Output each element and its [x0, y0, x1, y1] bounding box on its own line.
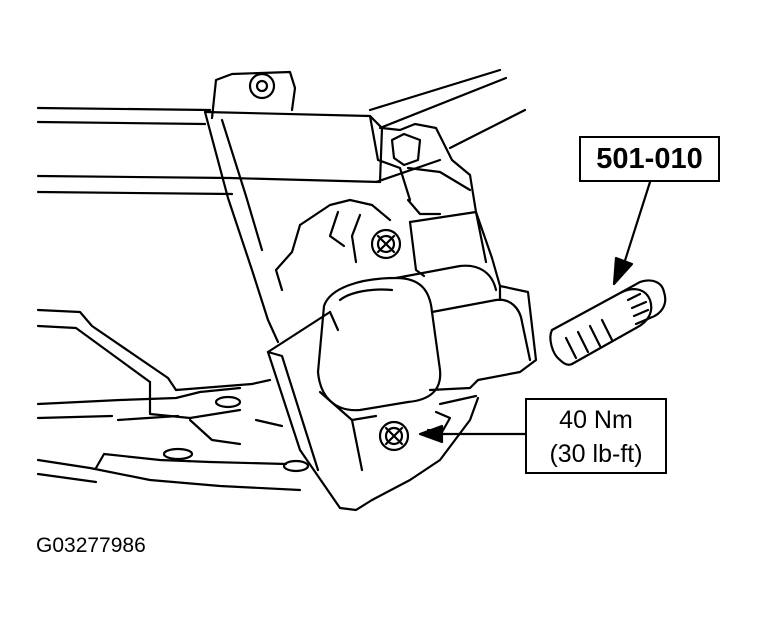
torx-bit-socket-icon: [549, 279, 667, 366]
top-mounting-lug: [210, 70, 297, 120]
lower-mounting-plate: [266, 310, 480, 512]
upper-bolt-icon: [370, 228, 402, 260]
upper-frame-rails: [36, 68, 527, 196]
mounting-bracket: [203, 110, 478, 344]
figure-id-label: G03277986: [36, 534, 146, 557]
torque-spec-callout: 40 Nm (30 lb-ft): [525, 398, 667, 474]
lock-housing: [316, 210, 538, 412]
torque-imperial-value: (30 lb-ft): [549, 440, 643, 468]
torque-metric-value: 40 Nm: [559, 406, 633, 434]
leader-lines: [418, 180, 652, 444]
lower-bolt-icon: [378, 420, 410, 452]
lower-frame-structure: [36, 308, 310, 492]
tool-number-callout: 501-010: [579, 136, 720, 182]
